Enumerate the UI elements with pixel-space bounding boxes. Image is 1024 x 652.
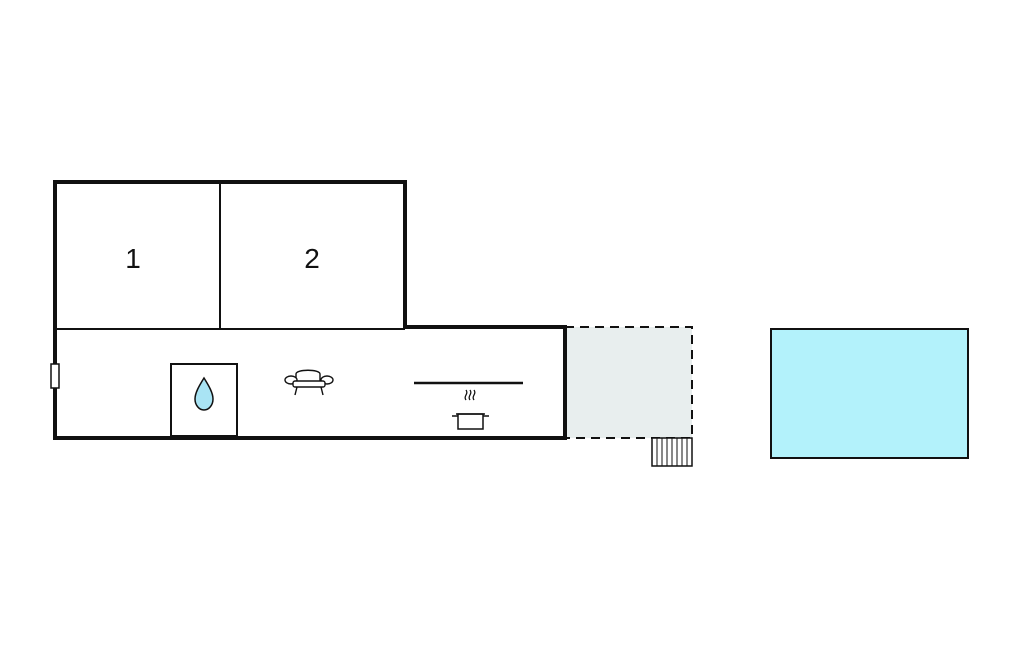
outer-walls xyxy=(53,180,567,440)
room-label-2: 2 xyxy=(304,243,320,274)
sofa-icon xyxy=(284,369,334,396)
room-label-1: 1 xyxy=(125,243,141,274)
terrace xyxy=(565,327,692,438)
stairs-icon xyxy=(651,437,693,467)
pool xyxy=(770,328,969,459)
cooking-pot-icon xyxy=(452,389,489,430)
water-drop-icon xyxy=(194,376,214,411)
door-mark xyxy=(50,363,60,389)
terrace-dashed-outline xyxy=(565,326,693,439)
